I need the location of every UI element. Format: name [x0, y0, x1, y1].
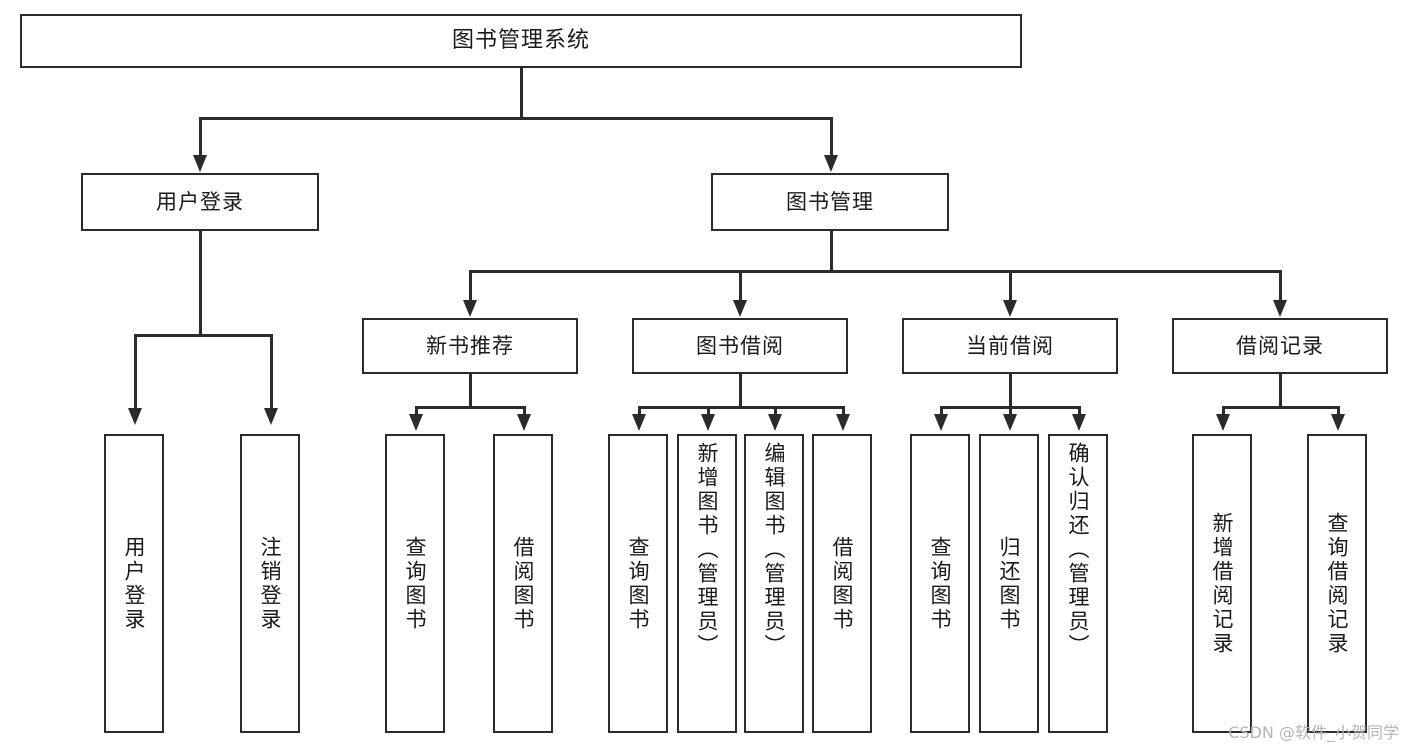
arrow-bm-to-new-book [463, 300, 477, 317]
arrow-br-to-leaf-1 [1331, 414, 1345, 431]
leaf-label: 借阅图书 [830, 535, 855, 632]
connector-book-borrow-bar [638, 406, 842, 409]
leaf-user-login[interactable]: 用户登录 [104, 434, 164, 733]
leaf-bb-query-book[interactable]: 查询图书 [608, 434, 668, 733]
leaf-label: 查询图书 [403, 535, 428, 632]
leaf-bb-borrow-book[interactable]: 借阅图书 [812, 434, 872, 733]
node-label: 借阅记录 [1236, 333, 1324, 358]
arrow-user-login-to-leaf-0 [128, 408, 142, 425]
leaf-bb-add-book-admin[interactable]: 新增图书（管理员） [677, 434, 737, 733]
csdn-watermark: CSDN @软件_小贺同学 [1228, 723, 1399, 742]
arrow-cb-to-leaf-2 [1072, 414, 1086, 431]
leaf-label: 注销登录 [258, 535, 283, 632]
node-new-book-recommend[interactable]: 新书推荐 [362, 318, 578, 374]
leaf-cb-confirm-return-admin[interactable]: 确认归还（管理员） [1048, 434, 1108, 733]
connector-user-login-to-leaf-0 [134, 334, 137, 410]
node-label: 图书管理系统 [451, 28, 590, 54]
node-label: 图书管理 [786, 189, 874, 214]
leaf-logout[interactable]: 注销登录 [240, 434, 300, 733]
leaf-label: 查询借阅记录 [1325, 511, 1350, 656]
arrow-bb-to-leaf-1 [701, 414, 715, 431]
arrow-root-to-user-login [193, 155, 207, 172]
connector-user-login-to-leaf-1 [270, 334, 273, 410]
connector-root-stem [520, 68, 523, 117]
connector-borrow-record-stem [1279, 374, 1282, 406]
leaf-nb-borrow-book[interactable]: 借阅图书 [493, 434, 553, 733]
connector-bb-to-leaf-2 [774, 406, 777, 420]
arrow-bb-to-leaf-0 [632, 414, 646, 431]
connector-bb-to-leaf-0 [638, 406, 641, 420]
node-label: 新书推荐 [426, 333, 514, 358]
arrow-nb-to-leaf-1 [517, 414, 531, 431]
arrow-bm-to-current-borrow [1003, 300, 1017, 317]
node-label: 图书借阅 [696, 333, 784, 358]
node-current-borrow[interactable]: 当前借阅 [902, 318, 1118, 374]
connector-bm-to-current-borrow [1009, 270, 1012, 302]
connector-bm-to-book-borrow [739, 270, 742, 302]
connector-br-to-leaf-0 [1222, 406, 1225, 420]
connector-book-management-bar [469, 270, 1280, 273]
leaf-label: 新增借阅记录 [1210, 511, 1235, 656]
leaf-label: 编辑图书（管理员） [762, 442, 787, 658]
leaf-label: 查询图书 [626, 535, 651, 632]
connector-br-to-leaf-1 [1337, 406, 1340, 420]
arrow-root-to-book-management [824, 155, 838, 172]
arrow-cb-to-leaf-1 [1003, 414, 1017, 431]
leaf-br-query-record[interactable]: 查询借阅记录 [1307, 434, 1367, 733]
connector-cb-to-leaf-2 [1078, 406, 1081, 420]
connector-bm-to-new-book [469, 270, 472, 302]
arrow-bm-to-book-borrow [733, 300, 747, 317]
connector-borrow-record-bar [1222, 406, 1337, 409]
leaf-bb-edit-book-admin[interactable]: 编辑图书（管理员） [744, 434, 804, 733]
node-book-borrow[interactable]: 图书借阅 [632, 318, 848, 374]
leaf-label: 查询图书 [928, 535, 953, 632]
arrow-nb-to-leaf-0 [409, 414, 423, 431]
connector-bb-to-leaf-1 [707, 406, 710, 420]
arrow-bm-to-borrow-record [1273, 300, 1287, 317]
connector-bm-to-borrow-record [1279, 270, 1282, 302]
connector-root-bar [199, 117, 832, 120]
connector-cb-to-leaf-1 [1009, 406, 1012, 420]
node-label: 当前借阅 [966, 333, 1054, 358]
connector-root-to-user-login [199, 117, 202, 157]
connector-book-borrow-stem [739, 374, 742, 406]
node-book-management[interactable]: 图书管理 [711, 173, 949, 231]
arrow-bb-to-leaf-3 [836, 414, 850, 431]
connector-user-login-stem [199, 231, 202, 334]
connector-new-book-bar [415, 406, 523, 409]
connector-bb-to-leaf-3 [842, 406, 845, 420]
leaf-label: 归还图书 [997, 535, 1022, 632]
arrow-bb-to-leaf-2 [768, 414, 782, 431]
leaf-label: 用户登录 [122, 535, 147, 632]
leaf-br-add-record[interactable]: 新增借阅记录 [1192, 434, 1252, 733]
leaf-label: 借阅图书 [511, 535, 536, 632]
node-label: 用户登录 [156, 189, 244, 214]
node-user-login[interactable]: 用户登录 [81, 173, 319, 231]
leaf-nb-query-book[interactable]: 查询图书 [385, 434, 445, 733]
leaf-label: 新增图书（管理员） [695, 442, 720, 658]
leaf-cb-query-book[interactable]: 查询图书 [910, 434, 970, 733]
connector-cb-to-leaf-0 [940, 406, 943, 420]
connector-nb-to-leaf-0 [415, 406, 418, 420]
arrow-cb-to-leaf-0 [934, 414, 948, 431]
connector-current-borrow-stem [1009, 374, 1012, 406]
arrow-user-login-to-leaf-1 [264, 408, 278, 425]
connector-root-to-book-management [830, 117, 833, 157]
leaf-label: 确认归还（管理员） [1066, 442, 1091, 658]
node-root-book-management-system[interactable]: 图书管理系统 [20, 14, 1022, 68]
connector-nb-to-leaf-1 [523, 406, 526, 420]
leaf-cb-return-book[interactable]: 归还图书 [979, 434, 1039, 733]
connector-book-management-stem [830, 231, 833, 270]
node-borrow-record[interactable]: 借阅记录 [1172, 318, 1388, 374]
connector-user-login-bar [134, 334, 270, 337]
connector-new-book-stem [469, 374, 472, 406]
arrow-br-to-leaf-0 [1216, 414, 1230, 431]
